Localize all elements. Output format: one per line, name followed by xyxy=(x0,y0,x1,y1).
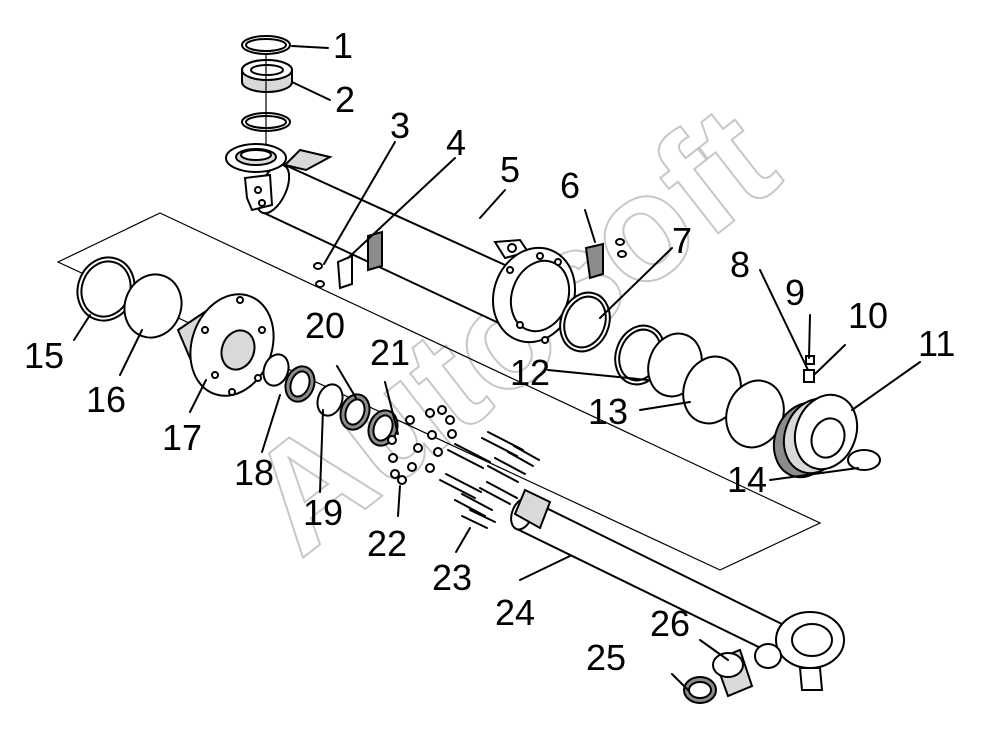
callout-20: 20 xyxy=(305,305,345,346)
callout-21: 21 xyxy=(370,332,410,373)
callout-4: 4 xyxy=(446,122,466,163)
part-13-rings xyxy=(647,332,785,449)
part-20-seal xyxy=(339,393,399,447)
callout-18: 18 xyxy=(234,452,274,493)
part-26-bushing xyxy=(712,643,782,698)
part-11-piston xyxy=(772,393,859,479)
callout-22: 22 xyxy=(367,523,407,564)
callout-3: 3 xyxy=(390,105,410,146)
part-22-washers xyxy=(387,405,457,485)
callout-23: 23 xyxy=(432,557,472,598)
callout-5: 5 xyxy=(500,149,520,190)
callout-19: 19 xyxy=(303,492,343,533)
callout-17: 17 xyxy=(162,417,202,458)
callout-25: 25 xyxy=(586,637,626,678)
part-1-snap-ring xyxy=(241,35,291,55)
callout-16: 16 xyxy=(86,379,126,420)
part-3-screws xyxy=(313,262,325,288)
part-17-cylinder-head xyxy=(176,293,275,397)
callout-6: 6 xyxy=(560,165,580,206)
leader-lines xyxy=(73,45,921,691)
part-23-bolts xyxy=(439,431,540,529)
callout-8: 8 xyxy=(730,244,750,285)
callout-26: 26 xyxy=(650,603,690,644)
part-2-bearing xyxy=(241,59,293,93)
part-6-clamp xyxy=(584,238,627,280)
part-14-o-ring xyxy=(847,449,881,471)
callout-12: 12 xyxy=(510,352,550,393)
part-4-clamp xyxy=(336,230,383,290)
part-16-ring xyxy=(123,273,183,339)
callout-7: 7 xyxy=(672,220,692,261)
callout-13: 13 xyxy=(588,391,628,432)
callout-1: 1 xyxy=(333,25,353,66)
part-5-cylinder-tube xyxy=(225,143,577,344)
callout-24: 24 xyxy=(495,592,535,633)
callout-11: 11 xyxy=(918,323,955,364)
callout-15: 15 xyxy=(24,335,64,376)
callouts: 1 2 3 4 5 6 7 8 9 10 11 12 13 14 15 16 1… xyxy=(24,25,955,678)
part-9-10-plug xyxy=(803,355,815,383)
part-19-seal xyxy=(316,383,344,417)
callout-9: 9 xyxy=(785,272,805,313)
assembly-plane xyxy=(56,212,822,571)
part-24-piston-rod xyxy=(510,488,845,691)
part-18-seal xyxy=(262,353,316,403)
callout-2: 2 xyxy=(335,79,355,120)
part-25-seal xyxy=(683,676,717,704)
callout-14: 14 xyxy=(727,459,767,500)
callout-10: 10 xyxy=(848,295,888,336)
